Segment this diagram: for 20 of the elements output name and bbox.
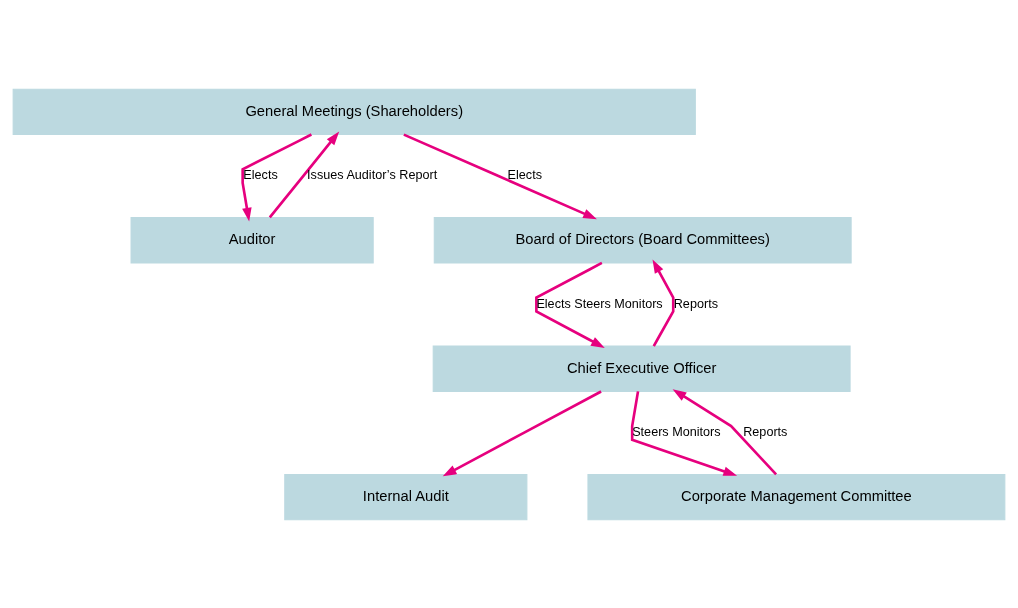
node-box: Auditor	[130, 216, 374, 263]
node-box: Board of Directors (Board Committees)	[433, 216, 852, 263]
edge-label: Reports	[743, 424, 788, 439]
arrow	[268, 131, 340, 218]
arrow	[630, 390, 738, 476]
node-box: General Meetings (Shareholders)	[12, 88, 696, 135]
arrow	[403, 132, 597, 219]
node-box: Internal Audit	[284, 473, 528, 520]
edge-label: Reports	[673, 296, 718, 311]
arrow	[652, 258, 675, 347]
edge-label: Elects	[243, 167, 278, 182]
node-box: Corporate Management Committee	[587, 473, 1006, 520]
arrow	[241, 132, 312, 222]
node-box: Chief Executive Officer	[432, 345, 851, 392]
arrow	[535, 261, 605, 348]
edge-label: Elects	[507, 167, 542, 182]
edge-label: Issues Auditor’s Report	[307, 167, 438, 182]
arrow	[442, 389, 602, 476]
arrow	[672, 388, 778, 475]
edge-label: Steers Monitors	[632, 424, 721, 439]
